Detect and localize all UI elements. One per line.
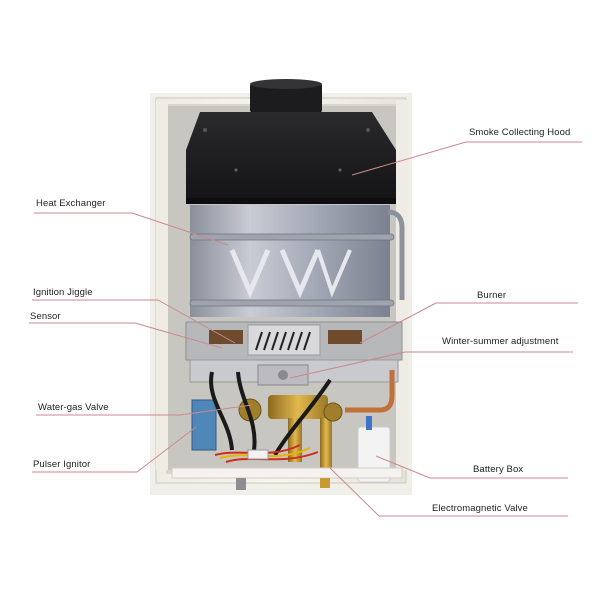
label-heat-exchanger: Heat Exchanger [36, 198, 106, 209]
wiring [209, 371, 332, 463]
leader-line-sensor [134, 322, 223, 349]
leader-line-pulser-ignitor [136, 426, 197, 473]
heat-exchanger-part [189, 205, 405, 317]
leader-lines [29, 141, 582, 517]
label-pulser-ignitor: Pulser Ignitor [33, 459, 91, 470]
label-smoke-collecting-hood: Smoke Collecting Hood [469, 127, 571, 138]
leader-line-battery-box [375, 455, 431, 479]
leader-line-electromagnetic-valve [329, 467, 380, 517]
label-battery-box: Battery Box [473, 464, 524, 475]
leader-line-ignition-jiggle [157, 299, 236, 344]
label-ignition-jiggle: Ignition Jiggle [33, 287, 93, 298]
leader-line-heat-exchanger [131, 212, 229, 246]
label-sensor: Sensor [30, 311, 61, 322]
burner-part [185, 321, 403, 386]
flue-collar [250, 79, 322, 113]
label-water-gas-valve: Water-gas Valve [38, 402, 109, 413]
leader-line-burner [359, 302, 437, 344]
leader-line-winter-summer-adjustment [289, 351, 406, 379]
label-burner: Burner [477, 290, 507, 301]
pulser-ignitor-part [191, 399, 217, 451]
leader-line-smoke-collecting-hood [351, 141, 467, 176]
label-winter-summer-adjustment: Winter-summer adjustment [442, 336, 559, 347]
smoke-collecting-hood-part [186, 112, 396, 204]
label-electromagnetic-valve: Electromagnetic Valve [432, 503, 528, 514]
bottom-tray [171, 467, 403, 490]
leader-line-water-gas-valve [179, 404, 253, 416]
